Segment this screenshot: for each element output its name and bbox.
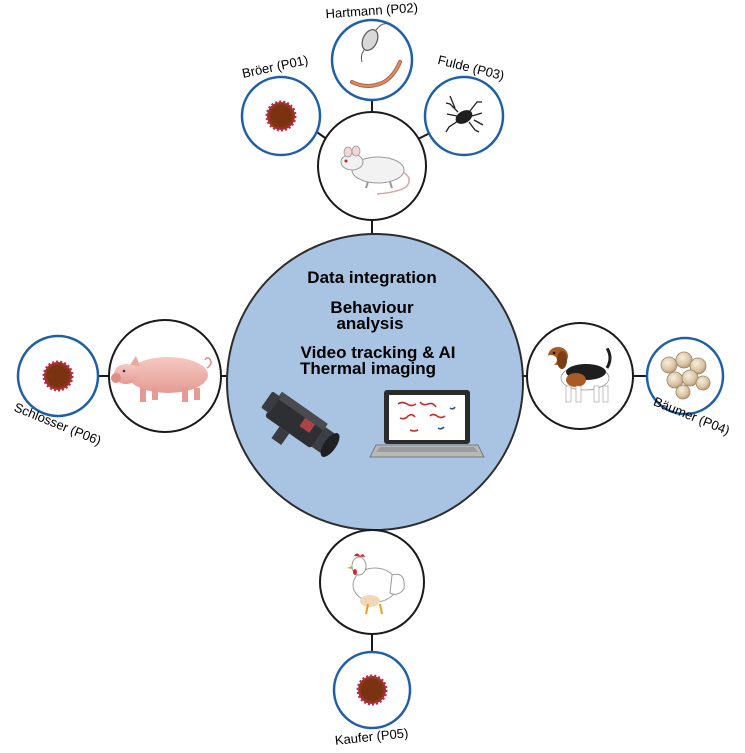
center-line-analysis: analysis (336, 314, 403, 333)
tick-icon (445, 95, 484, 133)
animal-circle-mouse (317, 111, 427, 221)
virus-cell-icon (36, 354, 80, 398)
project-circle-p03 (423, 75, 505, 157)
laptop-tracking-icon (369, 390, 485, 458)
project-circle-p01 (240, 75, 322, 157)
thermal-camera-icon (261, 391, 340, 457)
center-line-video-tracking: Video tracking & AI (301, 343, 456, 362)
project-circle-p06 (16, 334, 100, 418)
project-circle-p05 (332, 650, 412, 730)
chicken-icon (347, 553, 405, 615)
center-line-thermal-imaging: Thermal imaging (300, 359, 436, 378)
oocyst-cluster-icon (660, 351, 711, 400)
animal-circle-dog (526, 322, 634, 430)
pig-icon (111, 356, 212, 402)
virus-cell-icon (350, 668, 394, 712)
animal-circle-pig (108, 319, 222, 433)
virus-cell-icon (259, 94, 303, 138)
center-line-data-integration: Data integration (307, 268, 436, 287)
project-circle-p02 (330, 18, 414, 102)
center-line-behaviour: Behaviour (330, 298, 414, 317)
nematode-parasite-icon (350, 23, 402, 88)
center-hub: Data integration Behaviour analysis Vide… (226, 233, 524, 531)
beagle-icon (545, 345, 612, 403)
label-p02: Hartmann (P02) (325, 0, 418, 21)
label-p05: Kaufer (P05) (334, 725, 409, 748)
project-circle-p04 (645, 336, 725, 416)
mouse-icon (340, 145, 410, 195)
animal-circle-chicken (319, 529, 425, 635)
